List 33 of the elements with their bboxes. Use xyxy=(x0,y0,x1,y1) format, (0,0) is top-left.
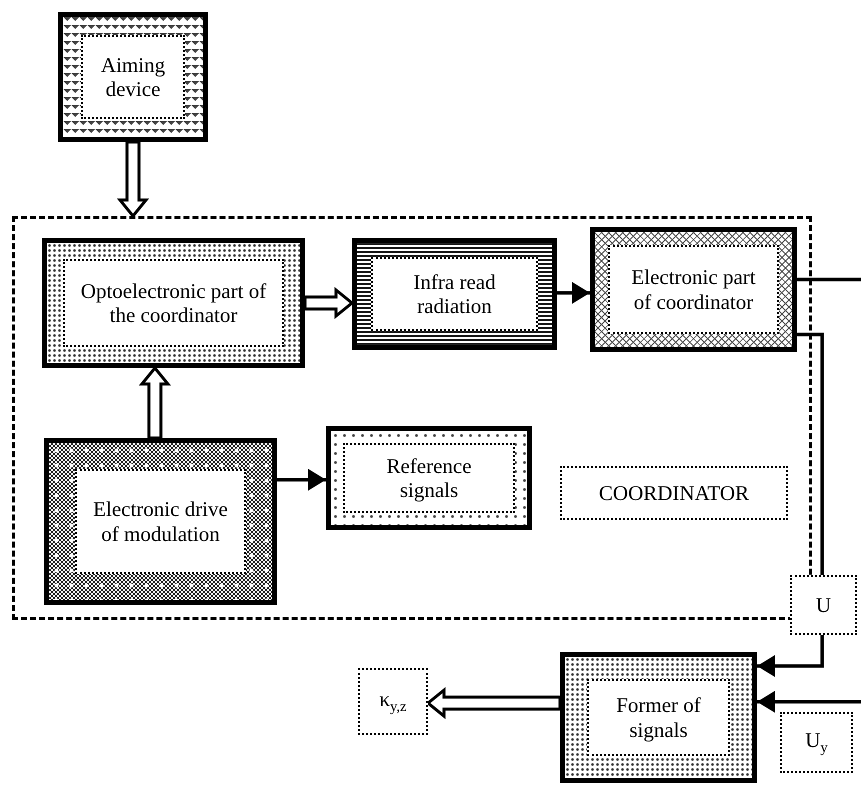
hollow-arrow xyxy=(304,286,354,320)
connector-line xyxy=(797,332,824,575)
process-box xyxy=(58,12,208,142)
node-text: Electronic part of coordinator xyxy=(630,265,757,314)
node-text: U xyxy=(816,592,832,618)
node-text: COORDINATOR xyxy=(598,480,750,506)
hollow-arrow xyxy=(116,140,150,218)
process-box xyxy=(352,238,557,350)
hollow-arrow xyxy=(426,686,562,720)
signal-box xyxy=(560,466,788,520)
node-text: Former of signals xyxy=(615,693,702,742)
node-text: Aiming device xyxy=(100,52,166,102)
node-text: κ$_{y,z}$ xyxy=(379,686,407,716)
hollow-arrow xyxy=(138,366,172,440)
process-box xyxy=(326,426,532,530)
arrow xyxy=(757,690,861,713)
process-box xyxy=(42,238,305,368)
process-box xyxy=(590,227,797,352)
node-text: Infra read radiation xyxy=(412,270,497,318)
arrow xyxy=(757,635,824,678)
group-frame xyxy=(12,216,812,620)
connector-line xyxy=(797,278,861,282)
signal-box xyxy=(358,668,428,735)
signal-box xyxy=(790,575,857,635)
process-box xyxy=(560,652,757,783)
signal-box xyxy=(780,712,853,773)
process-box xyxy=(44,438,277,605)
node-text: Electronic drive of modulation xyxy=(92,497,229,546)
node-text: U$_{y}$ xyxy=(805,728,828,758)
arrow xyxy=(277,468,326,491)
arrow xyxy=(557,282,590,304)
node-text: Reference signals xyxy=(385,454,473,502)
node-text: Optoelectronic part of the coordinator xyxy=(80,278,268,328)
